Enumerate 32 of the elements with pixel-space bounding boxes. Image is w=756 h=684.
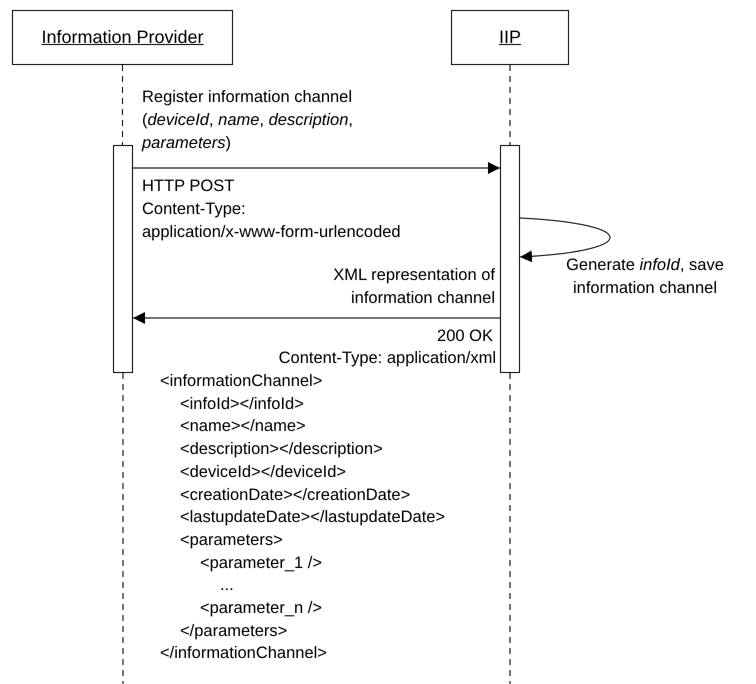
xml-line: <informationChannel> xyxy=(160,371,322,392)
lifeline xyxy=(122,372,124,684)
xml-line: <lastupdateDate></lastupdateDate> xyxy=(180,507,446,528)
xml-line: </informationChannel> xyxy=(160,643,327,664)
xml-line: <infoId></infoId> xyxy=(180,394,304,415)
message-label: XML representation of information channel xyxy=(332,265,495,309)
message-note: Content-Type: application/xml xyxy=(278,348,496,369)
self-message-arrow xyxy=(520,218,610,262)
message-note: 200 OK xyxy=(437,326,493,347)
message-note: Content-Type: xyxy=(142,199,246,220)
activation-bar xyxy=(113,145,133,373)
xml-line: <parameters> xyxy=(180,530,283,551)
message-arrow xyxy=(132,312,500,324)
participant-box xyxy=(451,10,569,65)
message-arrow xyxy=(132,162,500,174)
message-label: Register information channel (deviceId, name, description, parameters) xyxy=(142,87,354,154)
participant-name: IIP xyxy=(498,27,521,48)
message-label: Generate infoId, save information channel xyxy=(565,255,725,299)
xml-line: <description></description> xyxy=(180,439,383,460)
activation-bar xyxy=(500,145,520,373)
xml-line: <creationDate></creationDate> xyxy=(180,484,410,506)
lifeline xyxy=(122,64,123,146)
participant-box xyxy=(12,10,233,65)
xml-line: ... xyxy=(220,575,234,596)
xml-line: <parameter_1 /> xyxy=(200,552,322,574)
message-note: HTTP POST xyxy=(142,176,234,197)
xml-line: <deviceId></deviceId> xyxy=(180,462,346,483)
xml-line: <parameter_n /> xyxy=(200,598,322,619)
xml-line: </parameters> xyxy=(180,620,288,642)
participant-name: Information Provider xyxy=(41,27,204,48)
xml-line: <name></name> xyxy=(180,416,306,438)
message-note: application/x-www-form-urlencoded xyxy=(142,222,401,243)
